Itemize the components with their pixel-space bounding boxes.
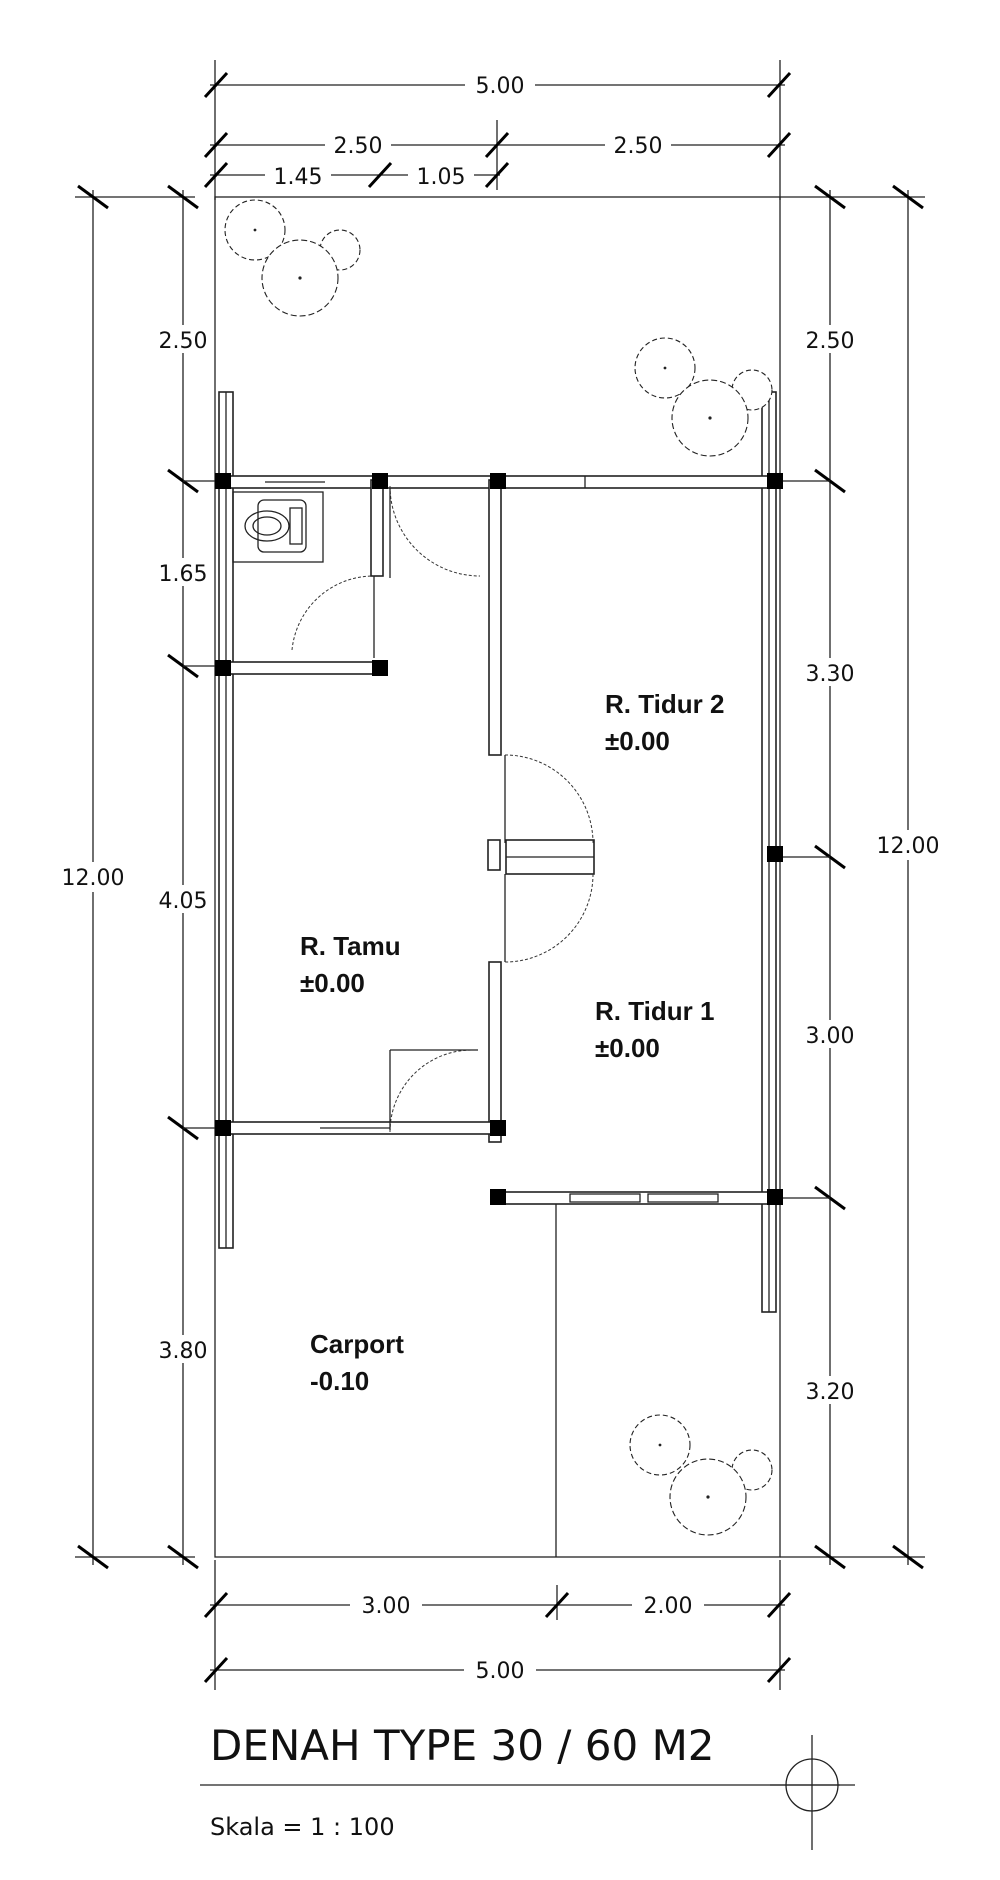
scale-label: Skala = 1 : 100 — [210, 1813, 395, 1841]
room-name-tamu: R. Tamu — [300, 931, 401, 961]
room-name-carport: Carport — [310, 1329, 404, 1359]
dim-right-seg-1: 2.50 — [806, 329, 855, 354]
dim-top-right-half: 2.50 — [614, 134, 663, 159]
dim-top-left-half: 2.50 — [334, 134, 383, 159]
dim-right-seg-3: 3.00 — [806, 1024, 855, 1049]
drawing-title: DENAH TYPE 30 / 60 M2 — [210, 1721, 715, 1770]
room-level-tidur-2: ±0.00 — [605, 726, 670, 756]
dim-right-seg-4: 3.20 — [806, 1380, 855, 1405]
tree-group-top-right — [634, 337, 773, 457]
door-swings — [291, 485, 594, 1133]
dim-left-seg-2: 1.65 — [159, 562, 208, 587]
dimension-lines — [75, 60, 925, 1690]
room-name-tidur-2: R. Tidur 2 — [605, 689, 724, 719]
dimension-labels: 5.00 2.50 2.50 1.45 1.05 12.00 2.50 1.65… — [55, 70, 946, 1684]
room-level-carport: -0.10 — [310, 1366, 369, 1396]
dim-left-total: 12.00 — [62, 866, 125, 891]
tree-group-top-left — [224, 199, 361, 317]
dim-left-seg-3: 4.05 — [159, 889, 208, 914]
dim-bottom-total: 5.00 — [476, 1659, 525, 1684]
dim-left-seg-1: 2.50 — [159, 329, 208, 354]
dim-bottom-seg-1: 3.00 — [362, 1594, 411, 1619]
dim-bottom-seg-2: 2.00 — [644, 1594, 693, 1619]
toilet-fixture — [232, 491, 324, 563]
dim-right-seg-2: 3.30 — [806, 662, 855, 687]
dim-right-total: 12.00 — [877, 834, 940, 859]
site-boundary — [214, 196, 781, 1558]
north-symbol-icon — [770, 1735, 855, 1850]
dim-top-total: 5.00 — [476, 74, 525, 99]
room-name-tidur-1: R. Tidur 1 — [595, 996, 714, 1026]
room-level-tidur-1: ±0.00 — [595, 1033, 660, 1063]
room-level-tamu: ±0.00 — [300, 968, 365, 998]
tree-group-bottom-right — [629, 1414, 773, 1536]
dim-top-sub-b: 1.05 — [417, 165, 466, 190]
dim-left-seg-4: 3.80 — [159, 1339, 208, 1364]
structural-columns — [215, 473, 783, 1205]
dim-top-sub-a: 1.45 — [274, 165, 323, 190]
